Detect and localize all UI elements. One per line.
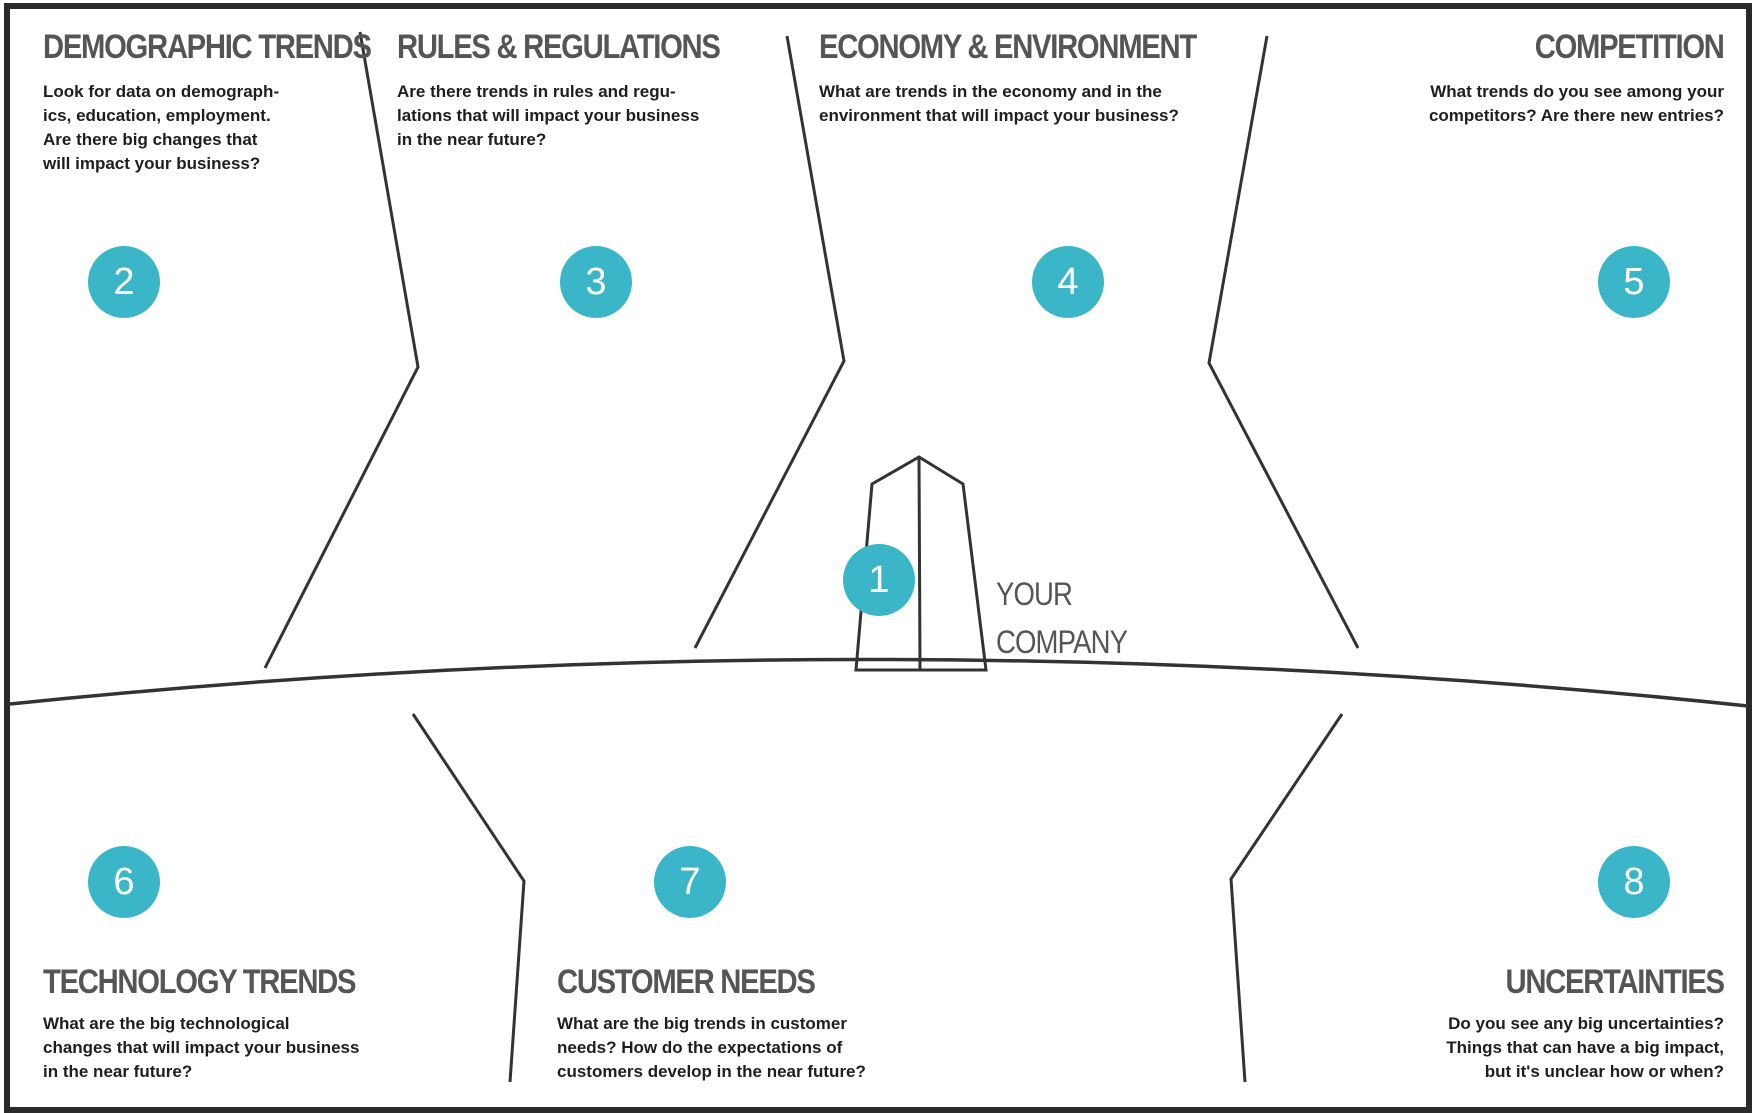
company-building-divider (919, 457, 920, 670)
badge-8: 8 (1598, 846, 1670, 918)
rules-regulations-title: RULES & REGULATIONS (397, 28, 720, 67)
badge-1: 1 (843, 544, 915, 616)
divider-customer-uncertainties (1231, 714, 1342, 1082)
divider-demographic-rules (265, 32, 418, 668)
uncertainties-description: Do you see any big uncertainties? Things… (1446, 1012, 1724, 1084)
badge-4: 4 (1032, 246, 1104, 318)
badge-7: 7 (654, 846, 726, 918)
horizon-curve (10, 659, 1748, 706)
your-company-label: YOUR COMPANY (996, 570, 1127, 666)
divider-technology-customer (413, 714, 524, 1082)
competition-description: What trends do you see among your compet… (1429, 80, 1724, 128)
technology-trends-description: What are the big technological changes t… (43, 1012, 359, 1084)
your-company-label-line2: COMPANY (996, 624, 1127, 660)
customer-needs-description: What are the big trends in customer need… (557, 1012, 866, 1084)
badge-2: 2 (88, 246, 160, 318)
customer-needs-title: CUSTOMER NEEDS (557, 963, 815, 1002)
demographic-trends-description: Look for data on demograph- ics, educati… (43, 80, 279, 176)
badge-3: 3 (560, 246, 632, 318)
badge-5: 5 (1598, 246, 1670, 318)
rules-regulations-description: Are there trends in rules and regu- lati… (397, 80, 699, 152)
technology-trends-title: TECHNOLOGY TRENDS (43, 963, 355, 1002)
demographic-trends-title: DEMOGRAPHIC TRENDS (43, 28, 371, 67)
badge-6: 6 (88, 846, 160, 918)
divider-economy-competition (1209, 36, 1358, 648)
competition-title: COMPETITION (1535, 28, 1724, 67)
economy-environment-description: What are trends in the economy and in th… (819, 80, 1179, 128)
uncertainties-title: UNCERTAINTIES (1506, 963, 1724, 1002)
your-company-label-line1: YOUR (996, 576, 1072, 612)
economy-environment-title: ECONOMY & ENVIRONMENT (819, 28, 1196, 67)
